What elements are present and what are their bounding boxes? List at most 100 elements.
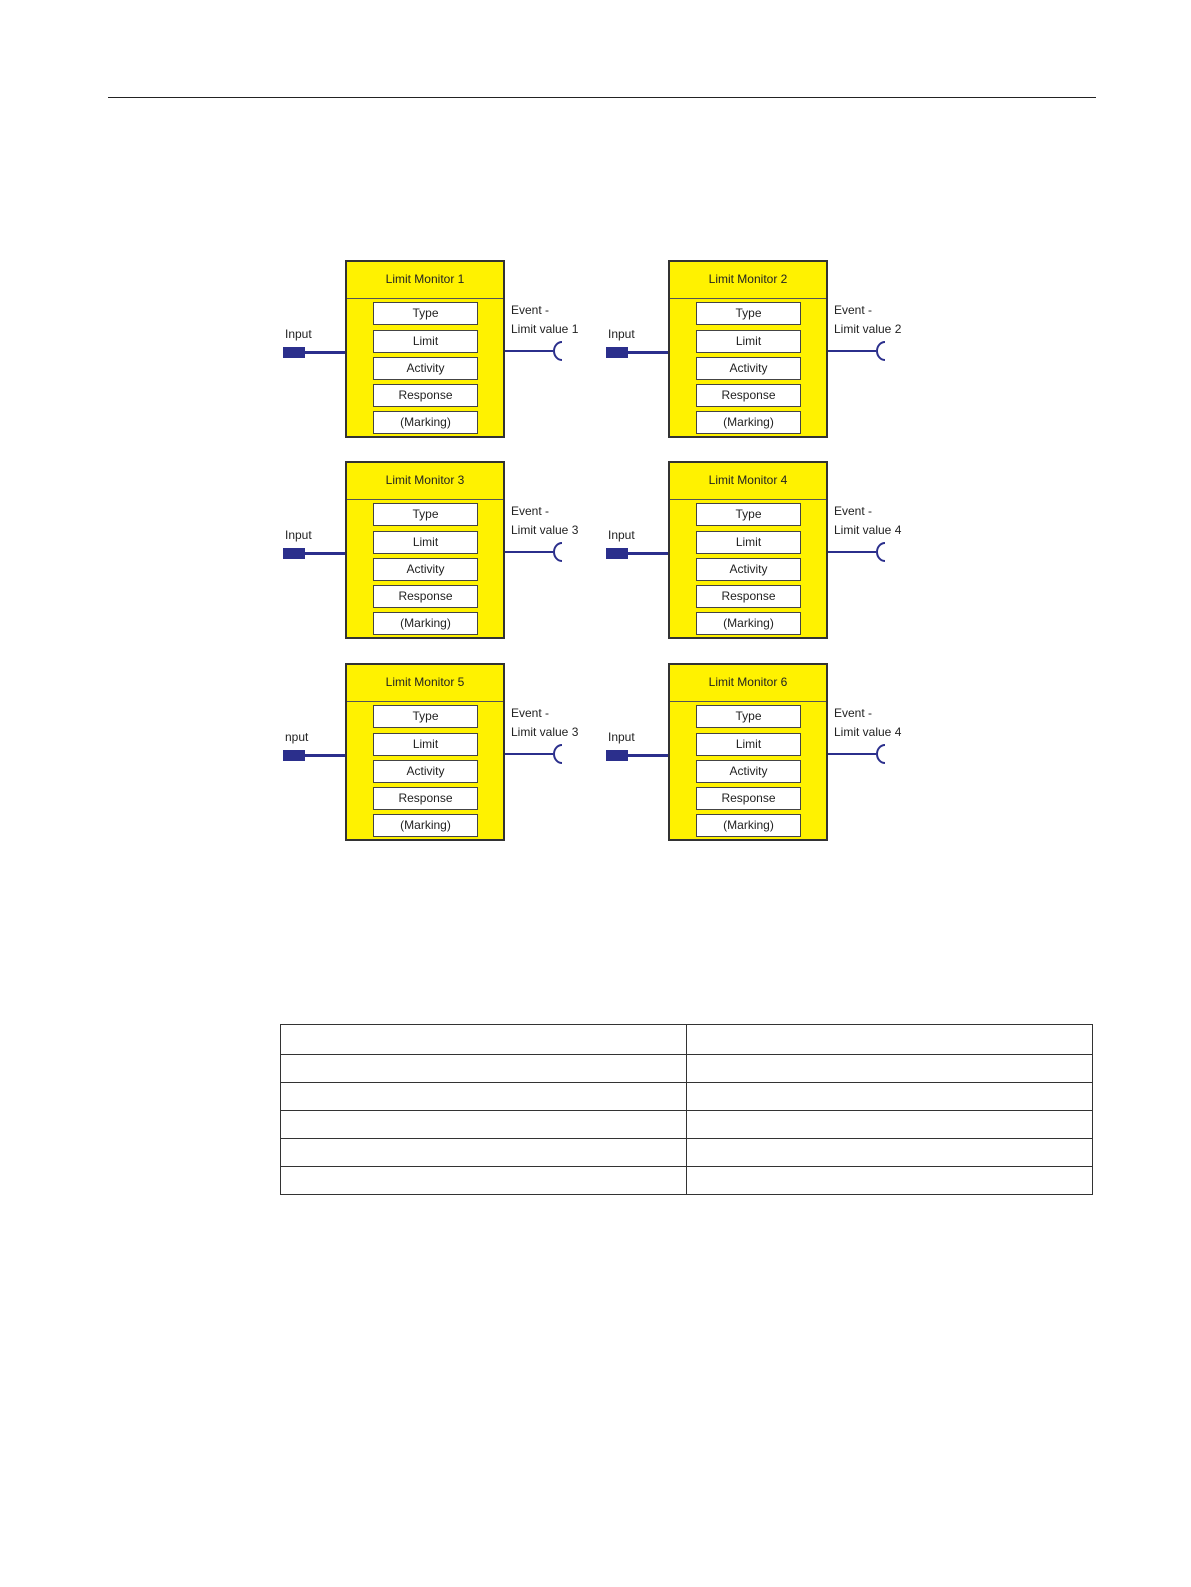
limit-value-text: Limit value 1: [511, 322, 579, 336]
input-wire: [628, 552, 668, 555]
field-type[interactable]: Type: [373, 705, 478, 728]
field-response[interactable]: Response: [696, 384, 801, 407]
input-plug-icon: [606, 750, 628, 761]
output-wire: [828, 753, 876, 755]
field-activity[interactable]: Activity: [696, 357, 801, 380]
table-cell: [686, 1054, 1093, 1083]
field-activity[interactable]: Activity: [373, 760, 478, 783]
input-plug-icon: [283, 347, 305, 358]
input-label-2: Input: [608, 327, 635, 341]
field-limit[interactable]: Limit: [373, 330, 478, 353]
field-response[interactable]: Response: [373, 384, 478, 407]
event-text: Event -: [834, 303, 873, 317]
event-label-1: Event - Limit value 1: [511, 301, 578, 339]
table-row: [280, 1024, 1093, 1055]
field-marking[interactable]: (Marking): [373, 411, 478, 434]
monitor-title: Limit Monitor 2: [670, 262, 826, 299]
input-plug-icon: [283, 548, 305, 559]
spec-table: [280, 1024, 1093, 1195]
input-label-1: Input: [285, 327, 312, 341]
field-limit[interactable]: Limit: [696, 531, 801, 554]
field-response[interactable]: Response: [696, 787, 801, 810]
field-limit[interactable]: Limit: [696, 330, 801, 353]
event-text: Event -: [511, 706, 550, 720]
field-marking[interactable]: (Marking): [373, 814, 478, 837]
table-cell: [686, 1024, 1093, 1055]
field-type[interactable]: Type: [373, 503, 478, 526]
event-label-4: Event -Limit value 4: [834, 502, 901, 540]
field-limit[interactable]: Limit: [373, 733, 478, 756]
field-marking[interactable]: (Marking): [696, 612, 801, 635]
output-wire: [505, 350, 553, 352]
input-plug-icon: [606, 548, 628, 559]
output-wire: [828, 551, 876, 553]
socket-icon: [876, 744, 886, 764]
input-wire: [305, 754, 345, 757]
table-cell: [280, 1138, 687, 1167]
header-rule: [108, 97, 1096, 98]
field-limit[interactable]: Limit: [696, 733, 801, 756]
field-type[interactable]: Type: [696, 503, 801, 526]
table-cell: [280, 1082, 687, 1111]
field-response[interactable]: Response: [373, 787, 478, 810]
socket-icon: [553, 542, 563, 562]
field-response[interactable]: Response: [696, 585, 801, 608]
output-wire: [828, 350, 876, 352]
monitor-title: Limit Monitor 5: [347, 665, 503, 702]
table-cell: [280, 1110, 687, 1139]
field-marking[interactable]: (Marking): [696, 814, 801, 837]
field-activity[interactable]: Activity: [373, 558, 478, 581]
input-wire: [628, 351, 668, 354]
limit-value-text: Limit value 3: [511, 725, 579, 739]
field-type[interactable]: Type: [373, 302, 478, 325]
input-wire: [628, 754, 668, 757]
table-row: [280, 1138, 1093, 1167]
event-label-6: Event - Limit value 4: [834, 704, 901, 742]
field-limit[interactable]: Limit: [373, 531, 478, 554]
socket-icon: [553, 744, 563, 764]
monitor-title: Limit Monitor 1: [347, 262, 503, 299]
field-activity[interactable]: Activity: [696, 558, 801, 581]
event-label-5: Event - Limit value 3: [511, 704, 578, 742]
monitor-title: Limit Monitor 3: [347, 463, 503, 500]
input-label-5: nput: [285, 730, 309, 744]
socket-icon: [876, 341, 886, 361]
event-label-2: Event - Limit value 2: [834, 301, 901, 339]
field-marking[interactable]: (Marking): [373, 612, 478, 635]
field-marking[interactable]: (Marking): [696, 411, 801, 434]
event-text: Event -: [511, 504, 550, 518]
table-row: [280, 1082, 1093, 1111]
output-wire: [505, 753, 553, 755]
field-response[interactable]: Response: [373, 585, 478, 608]
table-cell: [280, 1054, 687, 1083]
table-cell: [686, 1138, 1093, 1167]
limit-value-text: Limit value 4: [834, 725, 902, 739]
table-cell: [280, 1166, 687, 1195]
field-type[interactable]: Type: [696, 705, 801, 728]
table-cell: [686, 1082, 1093, 1111]
monitor-title: Limit Monitor 6: [670, 665, 826, 702]
field-activity[interactable]: Activity: [696, 760, 801, 783]
table-cell: [280, 1024, 687, 1055]
table-cell: [686, 1166, 1093, 1195]
input-label-4: Input: [608, 528, 635, 542]
input-plug-icon: [606, 347, 628, 358]
limit-value-text: Limit value 2: [834, 322, 902, 336]
event-text: Event -: [834, 706, 873, 720]
input-wire: [305, 552, 345, 555]
input-label-3: Input: [285, 528, 312, 542]
field-type[interactable]: Type: [696, 302, 801, 325]
field-activity[interactable]: Activity: [373, 357, 478, 380]
limit-value-text: Limit value 3: [511, 523, 579, 537]
table-row: [280, 1110, 1093, 1139]
event-text: Event -: [511, 303, 550, 317]
socket-icon: [553, 341, 563, 361]
event-label-3: Event - Limit value 3: [511, 502, 578, 540]
table-row: [280, 1166, 1093, 1195]
